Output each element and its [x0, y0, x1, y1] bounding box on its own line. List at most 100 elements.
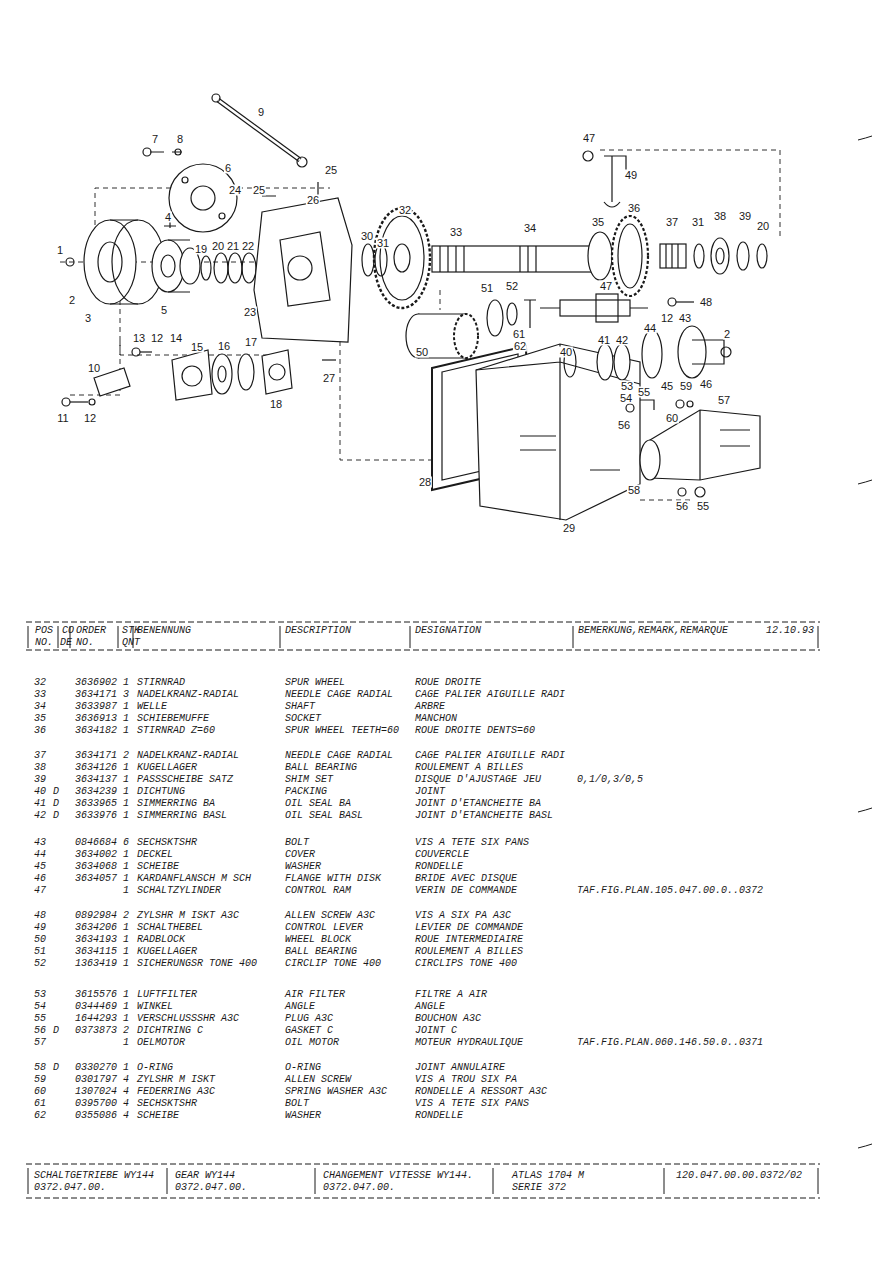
french-name: COUVERCLE — [415, 850, 469, 860]
callout-number: 12 — [660, 313, 674, 324]
callout-number: 33 — [449, 227, 463, 238]
code: D — [53, 1026, 59, 1036]
callout-number: 54 — [619, 393, 633, 404]
english-name: SPUR WHEEL TEETH=60 — [285, 726, 399, 736]
french-name: CAGE PALIER AIGUILLE RADI — [415, 751, 565, 761]
quantity: 1 — [123, 763, 129, 773]
pos-number: 47 — [34, 886, 46, 896]
callout-number: 12 — [83, 413, 97, 424]
quantity: 1 — [123, 1063, 129, 1073]
english-name: BOLT — [285, 1099, 309, 1109]
pos-number: 33 — [34, 690, 46, 700]
german-name: NADELKRANZ-RADIAL — [137, 751, 239, 761]
pos-number: 44 — [34, 850, 46, 860]
french-name: JOINT D'ETANCHEITE BA — [415, 799, 541, 809]
english-name: CONTROL RAM — [285, 886, 351, 896]
german-name: NADELKRANZ-RADIAL — [137, 690, 239, 700]
pos-number: 62 — [34, 1111, 46, 1121]
column-header: QNT — [122, 638, 140, 648]
english-name: BALL BEARING — [285, 763, 357, 773]
german-name: SCHALTZYLINDER — [137, 886, 221, 896]
german-name: ZYLSHR M ISKT A3C — [137, 911, 239, 921]
german-name: SCHALTHEBEL — [137, 923, 203, 933]
callout-number: 56 — [617, 420, 631, 431]
callout-number: 29 — [562, 523, 576, 534]
pos-number: 56 — [34, 1026, 46, 1036]
quantity: 3 — [123, 690, 129, 700]
german-name: LUFTFILTER — [137, 990, 197, 1000]
german-name: PASSSCHEIBE SATZ — [137, 775, 233, 785]
order-number: 3615576 — [75, 990, 117, 1000]
german-name: DICHTUNG — [137, 787, 185, 797]
quantity: 1 — [123, 811, 129, 821]
german-name: RADBLOCK — [137, 935, 185, 945]
order-number: 3634057 — [75, 874, 117, 884]
order-number: 3634239 — [75, 787, 117, 797]
quantity: 1 — [123, 1038, 129, 1048]
pos-number: 42 — [34, 811, 46, 821]
german-name: SCHEIBE — [137, 862, 179, 872]
order-number: 3633976 — [75, 811, 117, 821]
column-header: NO. — [35, 638, 53, 648]
german-name: STIRNRAD — [137, 678, 185, 688]
callout-number: 40 — [559, 347, 573, 358]
quantity: 1 — [123, 923, 129, 933]
quantity: 1 — [123, 799, 129, 809]
order-number: 0846684 — [75, 838, 117, 848]
german-name: FEDERRING A3C — [137, 1087, 215, 1097]
english-name: OIL SEAL BASL — [285, 811, 363, 821]
english-name: WHEEL BLOCK — [285, 935, 351, 945]
english-name: BOLT — [285, 838, 309, 848]
pos-number: 38 — [34, 763, 46, 773]
english-name: GASKET C — [285, 1026, 333, 1036]
french-name: MOTEUR HYDRAULIQUE — [415, 1038, 523, 1048]
french-name: MANCHON — [415, 714, 457, 724]
callout-number: 44 — [643, 323, 657, 334]
pos-number: 59 — [34, 1075, 46, 1085]
callout-number: 11 — [56, 413, 69, 424]
callout-number: 45 — [660, 381, 674, 392]
quantity: 1 — [123, 947, 129, 957]
french-name: BRIDE AVEC DISQUE — [415, 874, 517, 884]
code: D — [53, 1063, 59, 1073]
column-header: BEMERKUNG,REMARK,REMARQUE — [578, 626, 728, 636]
pos-number: 40 — [34, 787, 46, 797]
french-name: DISQUE D'AJUSTAGE JEU — [415, 775, 541, 785]
callout-number: 47 — [599, 281, 613, 292]
order-number: 1307024 — [75, 1087, 117, 1097]
quantity: 1 — [123, 886, 129, 896]
callout-number: 19 — [194, 244, 208, 255]
english-name: WASHER — [285, 862, 321, 872]
french-name: RONDELLE A RESSORT A3C — [415, 1087, 547, 1097]
quantity: 2 — [123, 1026, 129, 1036]
callout-number: 4 — [164, 212, 172, 223]
french-name: CIRCLIPS TONE 400 — [415, 959, 517, 969]
english-name: SPRING WASHER A3C — [285, 1087, 387, 1097]
german-name: SCHEIBE — [137, 1111, 179, 1121]
pos-number: 35 — [34, 714, 46, 724]
french-name: FILTRE A AIR — [415, 990, 487, 1000]
callout-number: 57 — [717, 395, 731, 406]
callout-number: 52 — [505, 281, 519, 292]
quantity: 1 — [123, 787, 129, 797]
column-header: DESIGNATION — [415, 626, 481, 636]
order-number: 3633965 — [75, 799, 117, 809]
callout-number: 22 — [241, 241, 255, 252]
callout-number: 55 — [637, 387, 651, 398]
german-name: SIMMERRING BA — [137, 799, 215, 809]
order-number: 3634206 — [75, 923, 117, 933]
pos-number: 58 — [34, 1063, 46, 1073]
callout-number: 43 — [678, 313, 692, 324]
english-name: AIR FILTER — [285, 990, 345, 1000]
callout-number: 41 — [597, 335, 611, 346]
french-name: ROUE DROITE DENTS=60 — [415, 726, 535, 736]
callout-number: 61 — [512, 329, 526, 340]
order-number: 3634171 — [75, 751, 117, 761]
footer-cell: 0372.047.00. — [323, 1183, 395, 1193]
callout-number: 17 — [244, 337, 258, 348]
order-number: 0301797 — [75, 1075, 117, 1085]
pos-number: 53 — [34, 990, 46, 1000]
callout-number: 58 — [627, 485, 641, 496]
pos-number: 49 — [34, 923, 46, 933]
